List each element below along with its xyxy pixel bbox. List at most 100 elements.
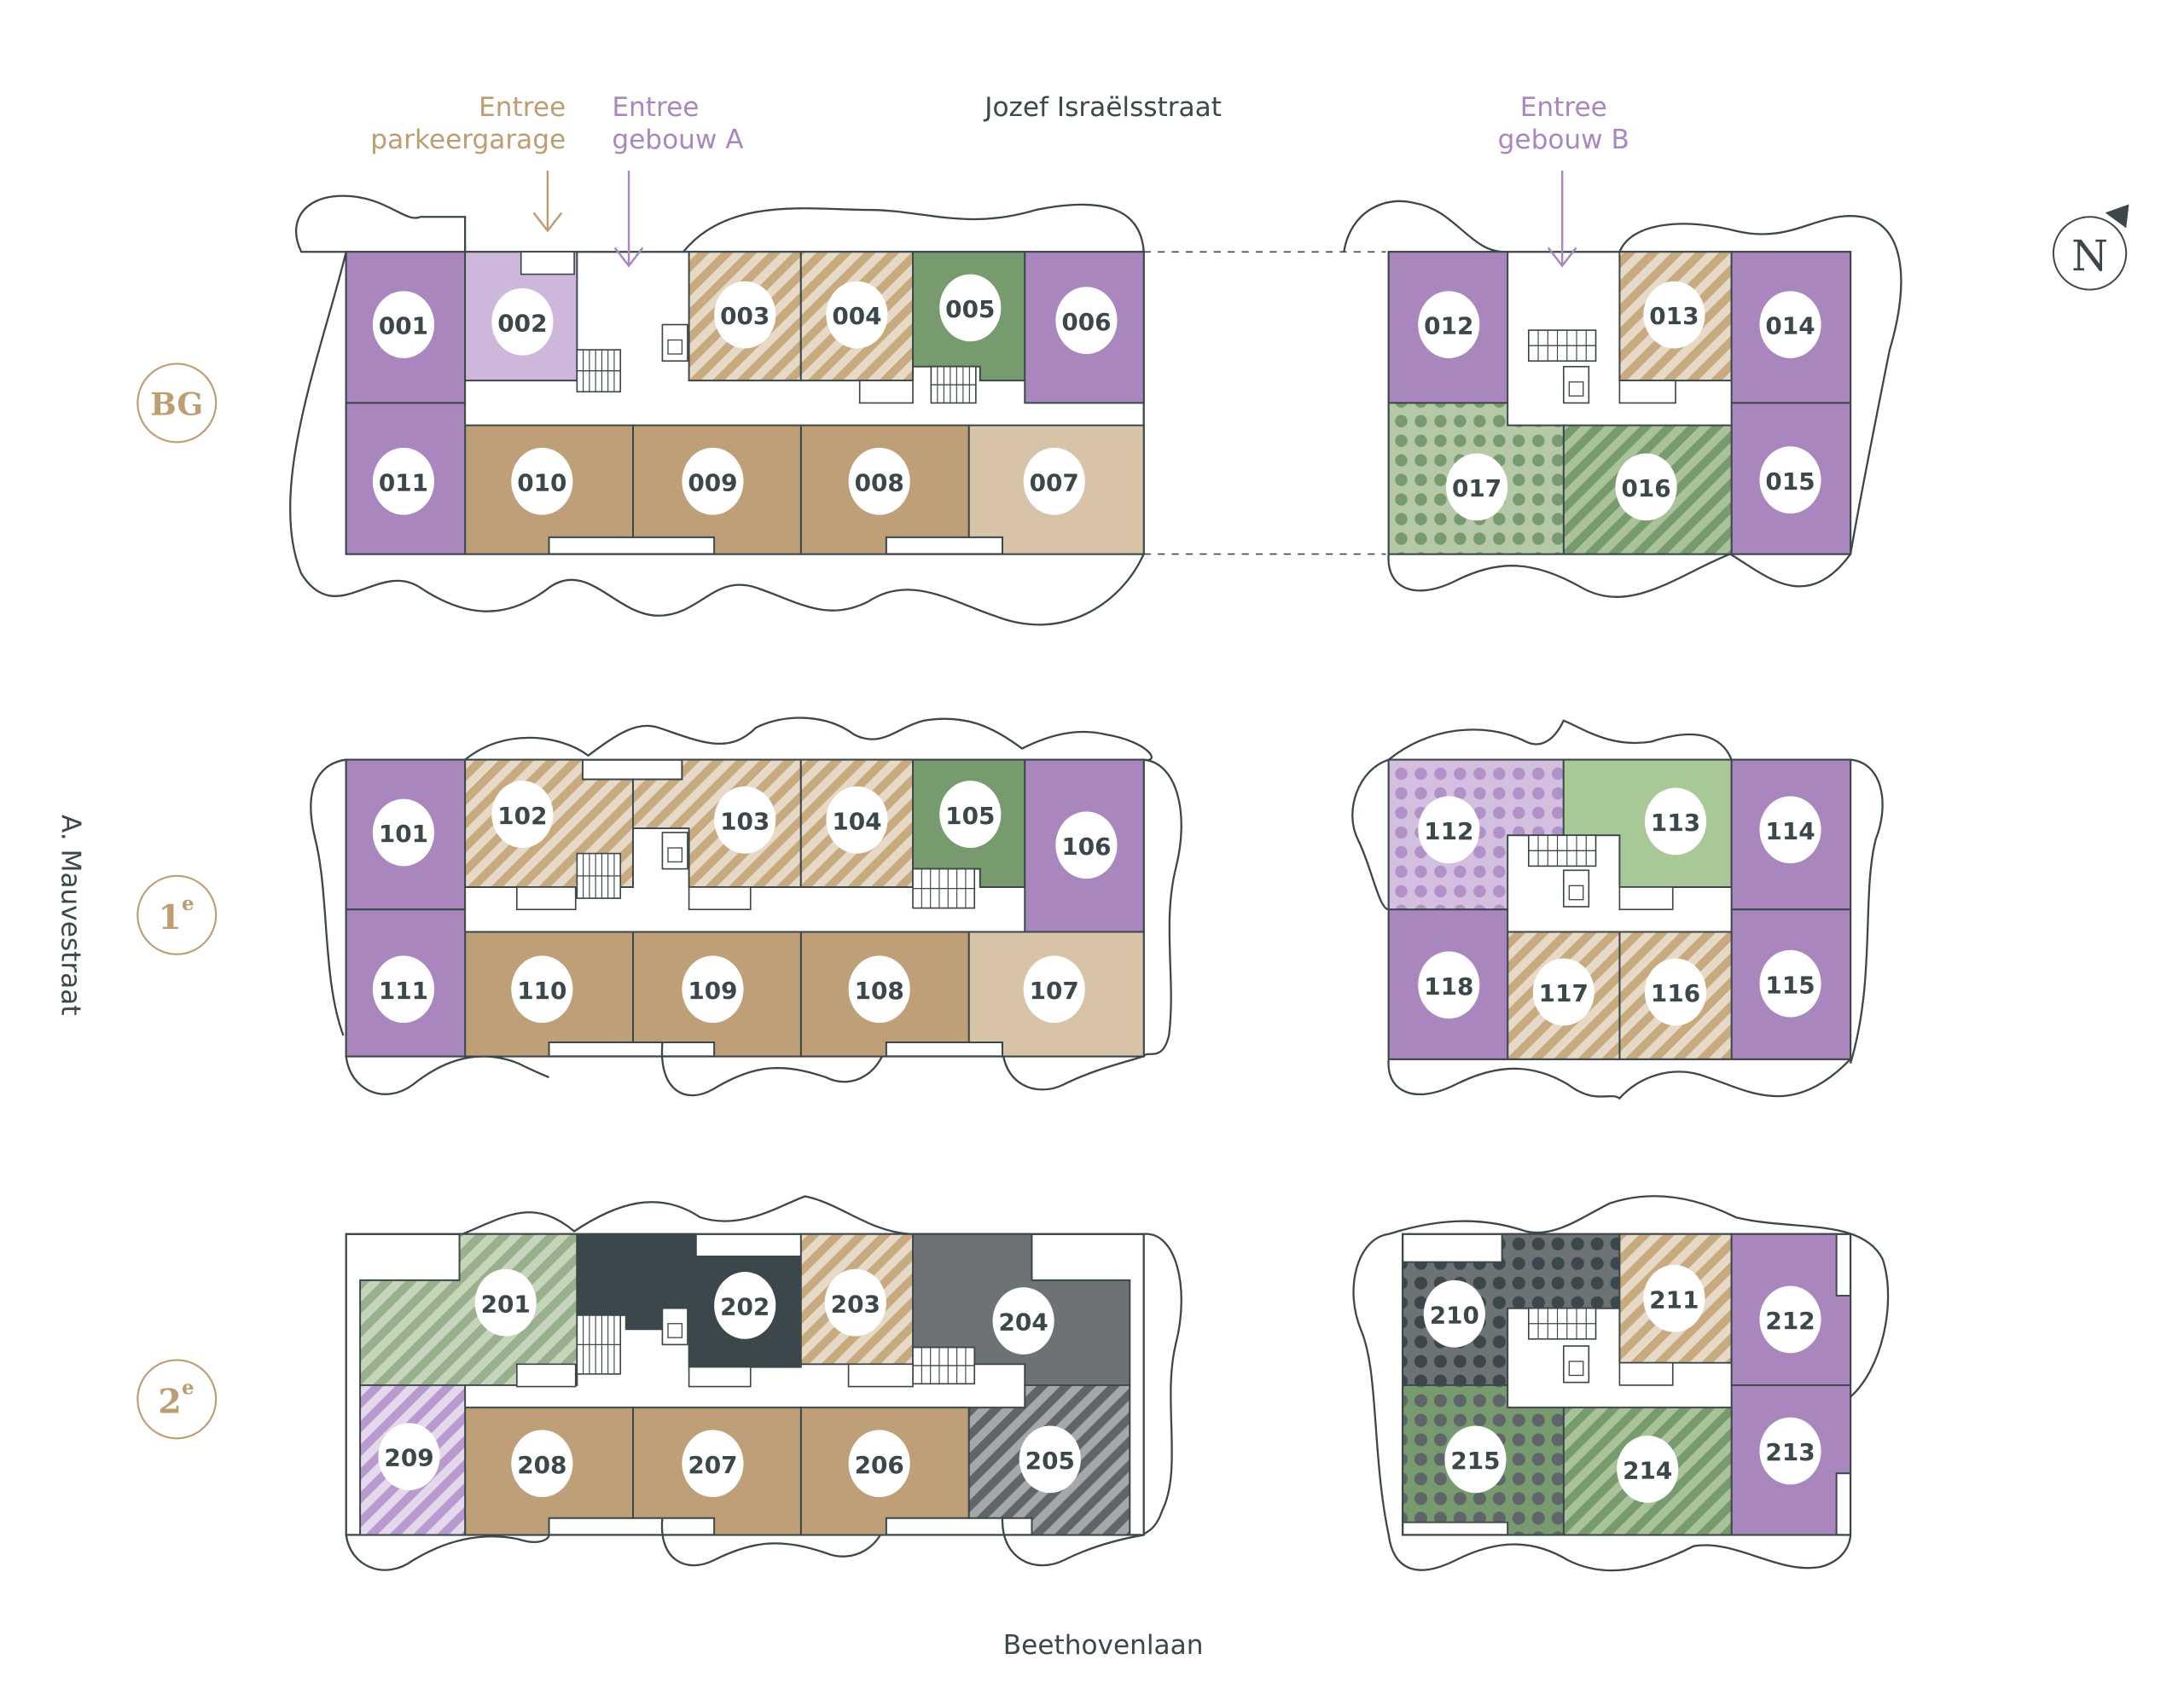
unit-003[interactable]: 003 — [688, 251, 802, 382]
unit-111[interactable]: 111 — [345, 908, 467, 1058]
unit-118[interactable]: 118 — [1387, 908, 1509, 1060]
unit-209[interactable]: 209 — [359, 1384, 467, 1536]
unit-201[interactable]: 201 — [359, 1233, 578, 1386]
entrance-building-b[interactable]: Entree gebouw B — [1498, 92, 1629, 268]
unit-213[interactable]: 213 — [1730, 1384, 1852, 1536]
unit-014[interactable]: 014 — [1730, 251, 1852, 404]
stairs-icon — [576, 349, 622, 393]
unit-108[interactable]: 108 — [799, 931, 970, 1058]
unit-badge — [824, 1268, 886, 1337]
arrow-down-icon — [532, 171, 563, 233]
unit-206[interactable]: 206 — [799, 1407, 970, 1536]
street-south: Beethovenlaan — [1003, 1630, 1204, 1661]
floor-label-2[interactable]: 2 e — [136, 1359, 218, 1440]
unit-number: 107 — [1030, 977, 1079, 1005]
unit-116[interactable]: 116 — [1618, 931, 1733, 1060]
unit-badge — [714, 281, 776, 349]
unit-109[interactable]: 109 — [631, 931, 802, 1058]
unit-004[interactable]: 004 — [799, 251, 915, 382]
unit-104[interactable]: 104 — [799, 758, 915, 888]
unit-number: 016 — [1621, 474, 1670, 502]
unit-001[interactable]: 001 — [345, 251, 467, 404]
unit-badge — [1444, 1425, 1507, 1494]
unit-number: 115 — [1765, 971, 1815, 999]
unit-007[interactable]: 007 — [967, 424, 1145, 555]
unit-number: 004 — [832, 302, 881, 330]
unit-013[interactable]: 013 — [1618, 251, 1733, 382]
unit-badge — [939, 274, 1002, 342]
unit-number: 109 — [688, 977, 737, 1005]
unit-number: 207 — [688, 1451, 737, 1479]
unit-number: 010 — [517, 468, 566, 496]
unit-002[interactable]: 002 — [464, 251, 578, 382]
unit-203[interactable]: 203 — [799, 1233, 915, 1366]
unit-103[interactable]: 103 — [631, 758, 802, 888]
entrance-parking[interactable]: Entree parkeergarage — [370, 92, 566, 233]
unit-badge — [848, 447, 910, 515]
elevator-icon — [661, 323, 688, 363]
unit-115[interactable]: 115 — [1730, 908, 1852, 1060]
unit-015[interactable]: 015 — [1730, 402, 1852, 555]
storage-room — [1618, 886, 1674, 911]
unit-number: 114 — [1765, 817, 1815, 845]
unit-012[interactable]: 012 — [1387, 251, 1509, 404]
stairs-icon — [1527, 834, 1597, 867]
unit-112[interactable]: 112 — [1387, 758, 1565, 911]
unit-badge — [1644, 958, 1707, 1026]
stairs-icon — [930, 365, 977, 404]
floor-label-bg[interactable]: BG — [136, 363, 218, 444]
unit-010[interactable]: 010 — [464, 424, 634, 555]
unit-017[interactable]: 017 — [1387, 402, 1565, 555]
unit-badge — [1055, 811, 1118, 879]
unit-208[interactable]: 208 — [464, 1407, 634, 1536]
unit-badge — [826, 281, 888, 349]
unit-106[interactable]: 106 — [1024, 758, 1145, 933]
unit-number: 005 — [945, 295, 995, 323]
unit-008[interactable]: 008 — [799, 424, 970, 555]
floor-label-text: 1 — [158, 898, 181, 937]
street-north: Jozef Israëlsstraat — [983, 92, 1222, 123]
unit-101[interactable]: 101 — [345, 758, 467, 911]
unit-110[interactable]: 110 — [464, 931, 634, 1058]
unit-212[interactable]: 212 — [1730, 1233, 1852, 1386]
unit-214[interactable]: 214 — [1562, 1407, 1733, 1536]
unit-211[interactable]: 211 — [1618, 1233, 1733, 1364]
floor-label-1[interactable]: 1 e — [136, 874, 218, 955]
unit-badge — [372, 291, 435, 358]
unit-114[interactable]: 114 — [1730, 758, 1852, 911]
unit-badge — [1643, 1264, 1705, 1332]
entrance-parking-line1: Entree — [479, 92, 566, 123]
entrance-building-a[interactable]: Entree gebouw A — [612, 92, 744, 268]
unit-011[interactable]: 011 — [345, 402, 467, 555]
floor-label-text: BG — [150, 386, 203, 423]
unit-113[interactable]: 113 — [1562, 758, 1733, 888]
unit-009[interactable]: 009 — [631, 424, 802, 555]
unit-006[interactable]: 006 — [1024, 251, 1145, 404]
unit-205[interactable]: 205 — [967, 1384, 1131, 1536]
unit-badge — [1418, 951, 1480, 1019]
unit-badge — [848, 955, 910, 1024]
unit-207[interactable]: 207 — [631, 1407, 802, 1536]
street-west: A. Mauvestraat — [55, 815, 86, 1016]
unit-number: 206 — [855, 1451, 904, 1479]
unit-016[interactable]: 016 — [1562, 424, 1733, 555]
unit-number: 113 — [1651, 809, 1700, 837]
unit-badge — [682, 1430, 744, 1498]
unit-badge — [1418, 291, 1480, 358]
unit-number: 116 — [1651, 979, 1700, 1007]
unit-badge — [1759, 796, 1821, 864]
unit-number: 112 — [1424, 817, 1473, 845]
stairs-icon — [1527, 329, 1597, 363]
unit-117[interactable]: 117 — [1507, 931, 1621, 1060]
unit-number: 203 — [831, 1290, 880, 1318]
unit-badge — [491, 780, 554, 849]
unit-105[interactable]: 105 — [912, 758, 1026, 888]
unit-005[interactable]: 005 — [912, 251, 1026, 382]
entrance-building-b-line2: gebouw B — [1498, 125, 1629, 155]
unit-215[interactable]: 215 — [1402, 1384, 1565, 1536]
unit-area[interactable] — [359, 1233, 578, 1386]
unit-number: 209 — [384, 1444, 433, 1472]
unit-107[interactable]: 107 — [967, 931, 1145, 1058]
stairs-icon — [1527, 1307, 1597, 1340]
storage-room — [1618, 1361, 1674, 1386]
